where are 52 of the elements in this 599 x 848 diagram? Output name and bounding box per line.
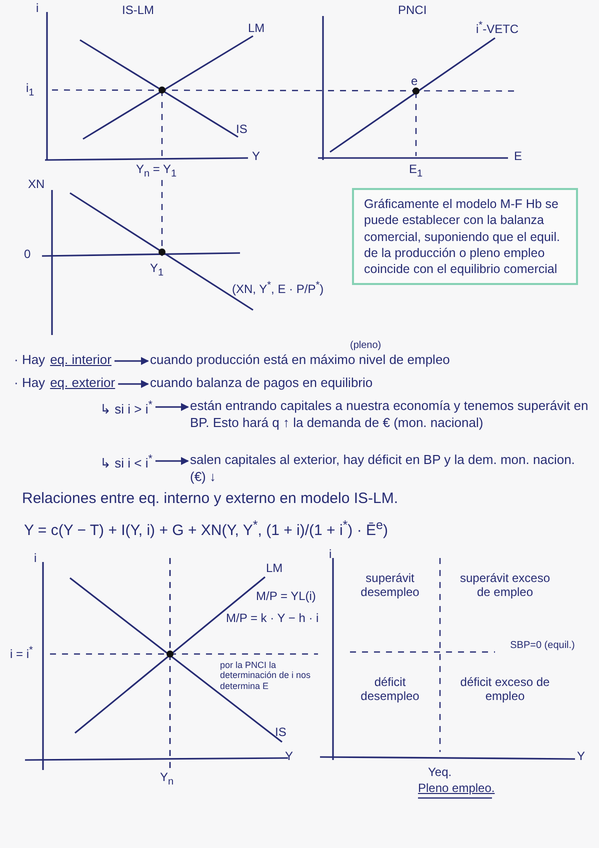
text-label: · Hay <box>14 375 46 390</box>
text-label: están entrando capitales a nuestra economía y tenemos superávit en BP. Esto hará q ↑ la demanda de € (mon. nacional) <box>190 398 590 432</box>
text-label: i <box>329 548 332 562</box>
text-label: XN <box>28 178 45 192</box>
annotation: por la PNCI la determinación de i nos determina E <box>220 660 312 692</box>
text-label: cuando balanza de pagos en equilibrio <box>150 375 373 392</box>
text-label: M/P = k · Y − h · i <box>226 612 319 626</box>
text-label: (XN, Y$^{*}$, E · P/P$^{*}$) <box>232 280 324 297</box>
text-label: IS <box>236 123 248 137</box>
annotation: déficit exceso de empleo <box>459 676 551 704</box>
arrow <box>114 357 149 365</box>
annotation: déficit desempleo <box>360 676 420 704</box>
arrow <box>155 403 189 411</box>
text-label: IS <box>275 726 286 740</box>
equation: Y = c(Y − T) + I(Y, i) + G + XN(Y, Y$^{*}$, (1 + i)/(1 + i$^{*}$) · Ē$^{e}$) <box>24 518 388 540</box>
text-label: Y$_{1}$ <box>150 262 164 279</box>
text-label: Y$_{n}$ <box>160 771 174 788</box>
annotation: superávit desempleo <box>360 572 420 600</box>
text-label: salen capitales al exterior, hay déficit en BP y la dem. mon. nacion. (€) ↓ <box>190 452 590 486</box>
text-label: i$^{*}$-VETC <box>476 20 519 37</box>
text-label: i = i$^{*}$ <box>10 645 33 662</box>
text-label: M/P = YL(i) <box>256 590 316 604</box>
text-label: · Hay <box>14 352 46 367</box>
text-label: 0 <box>24 248 31 262</box>
text-label: PNCI <box>398 4 427 18</box>
text-label: Pleno empleo. <box>418 782 495 796</box>
text-label: i <box>36 2 39 16</box>
text-label: IS-LM <box>122 4 154 18</box>
text-label: E$_{1}$ <box>409 163 423 180</box>
text-label: e <box>411 75 418 89</box>
text-label: Y <box>577 750 586 764</box>
annotation: superávit exceso de empleo <box>458 572 552 600</box>
underlined-term: eq. exterior <box>50 375 116 390</box>
arrow <box>155 457 189 465</box>
text-label: i$_{1}$ <box>26 82 34 99</box>
text-label: cuando producción está en máximo nivel de empleo <box>150 352 450 367</box>
text-label: i <box>34 552 37 566</box>
underlined-term: eq. interior <box>50 352 112 367</box>
text-label: Y <box>285 750 294 764</box>
text-label: E <box>514 150 522 164</box>
text-label: Yeq. <box>428 766 452 780</box>
text-label: ↳ si i < i$^{*}$ <box>100 452 152 472</box>
text-label: LM <box>266 562 283 576</box>
text-label: Y <box>252 150 260 164</box>
text-label: ↳ si i > i$^{*}$ <box>100 398 152 418</box>
annotation: SBP=0 (equil.) <box>509 640 576 652</box>
text-label: LM <box>248 22 265 36</box>
text-label: Relaciones entre eq. interno y externo en modelo IS-LM. <box>22 490 398 508</box>
note-box: Gráficamente el modelo M-F Hb se puede establecer con la balanza comercial, suponiendo que el equil. de la producción o pleno empleo coincide con el equilibrio comercial <box>352 188 578 286</box>
arrow <box>118 380 149 388</box>
note-text: (pleno) <box>350 339 382 352</box>
text-label: Y$_{n}$ = Y$_{1}$ <box>136 163 177 180</box>
